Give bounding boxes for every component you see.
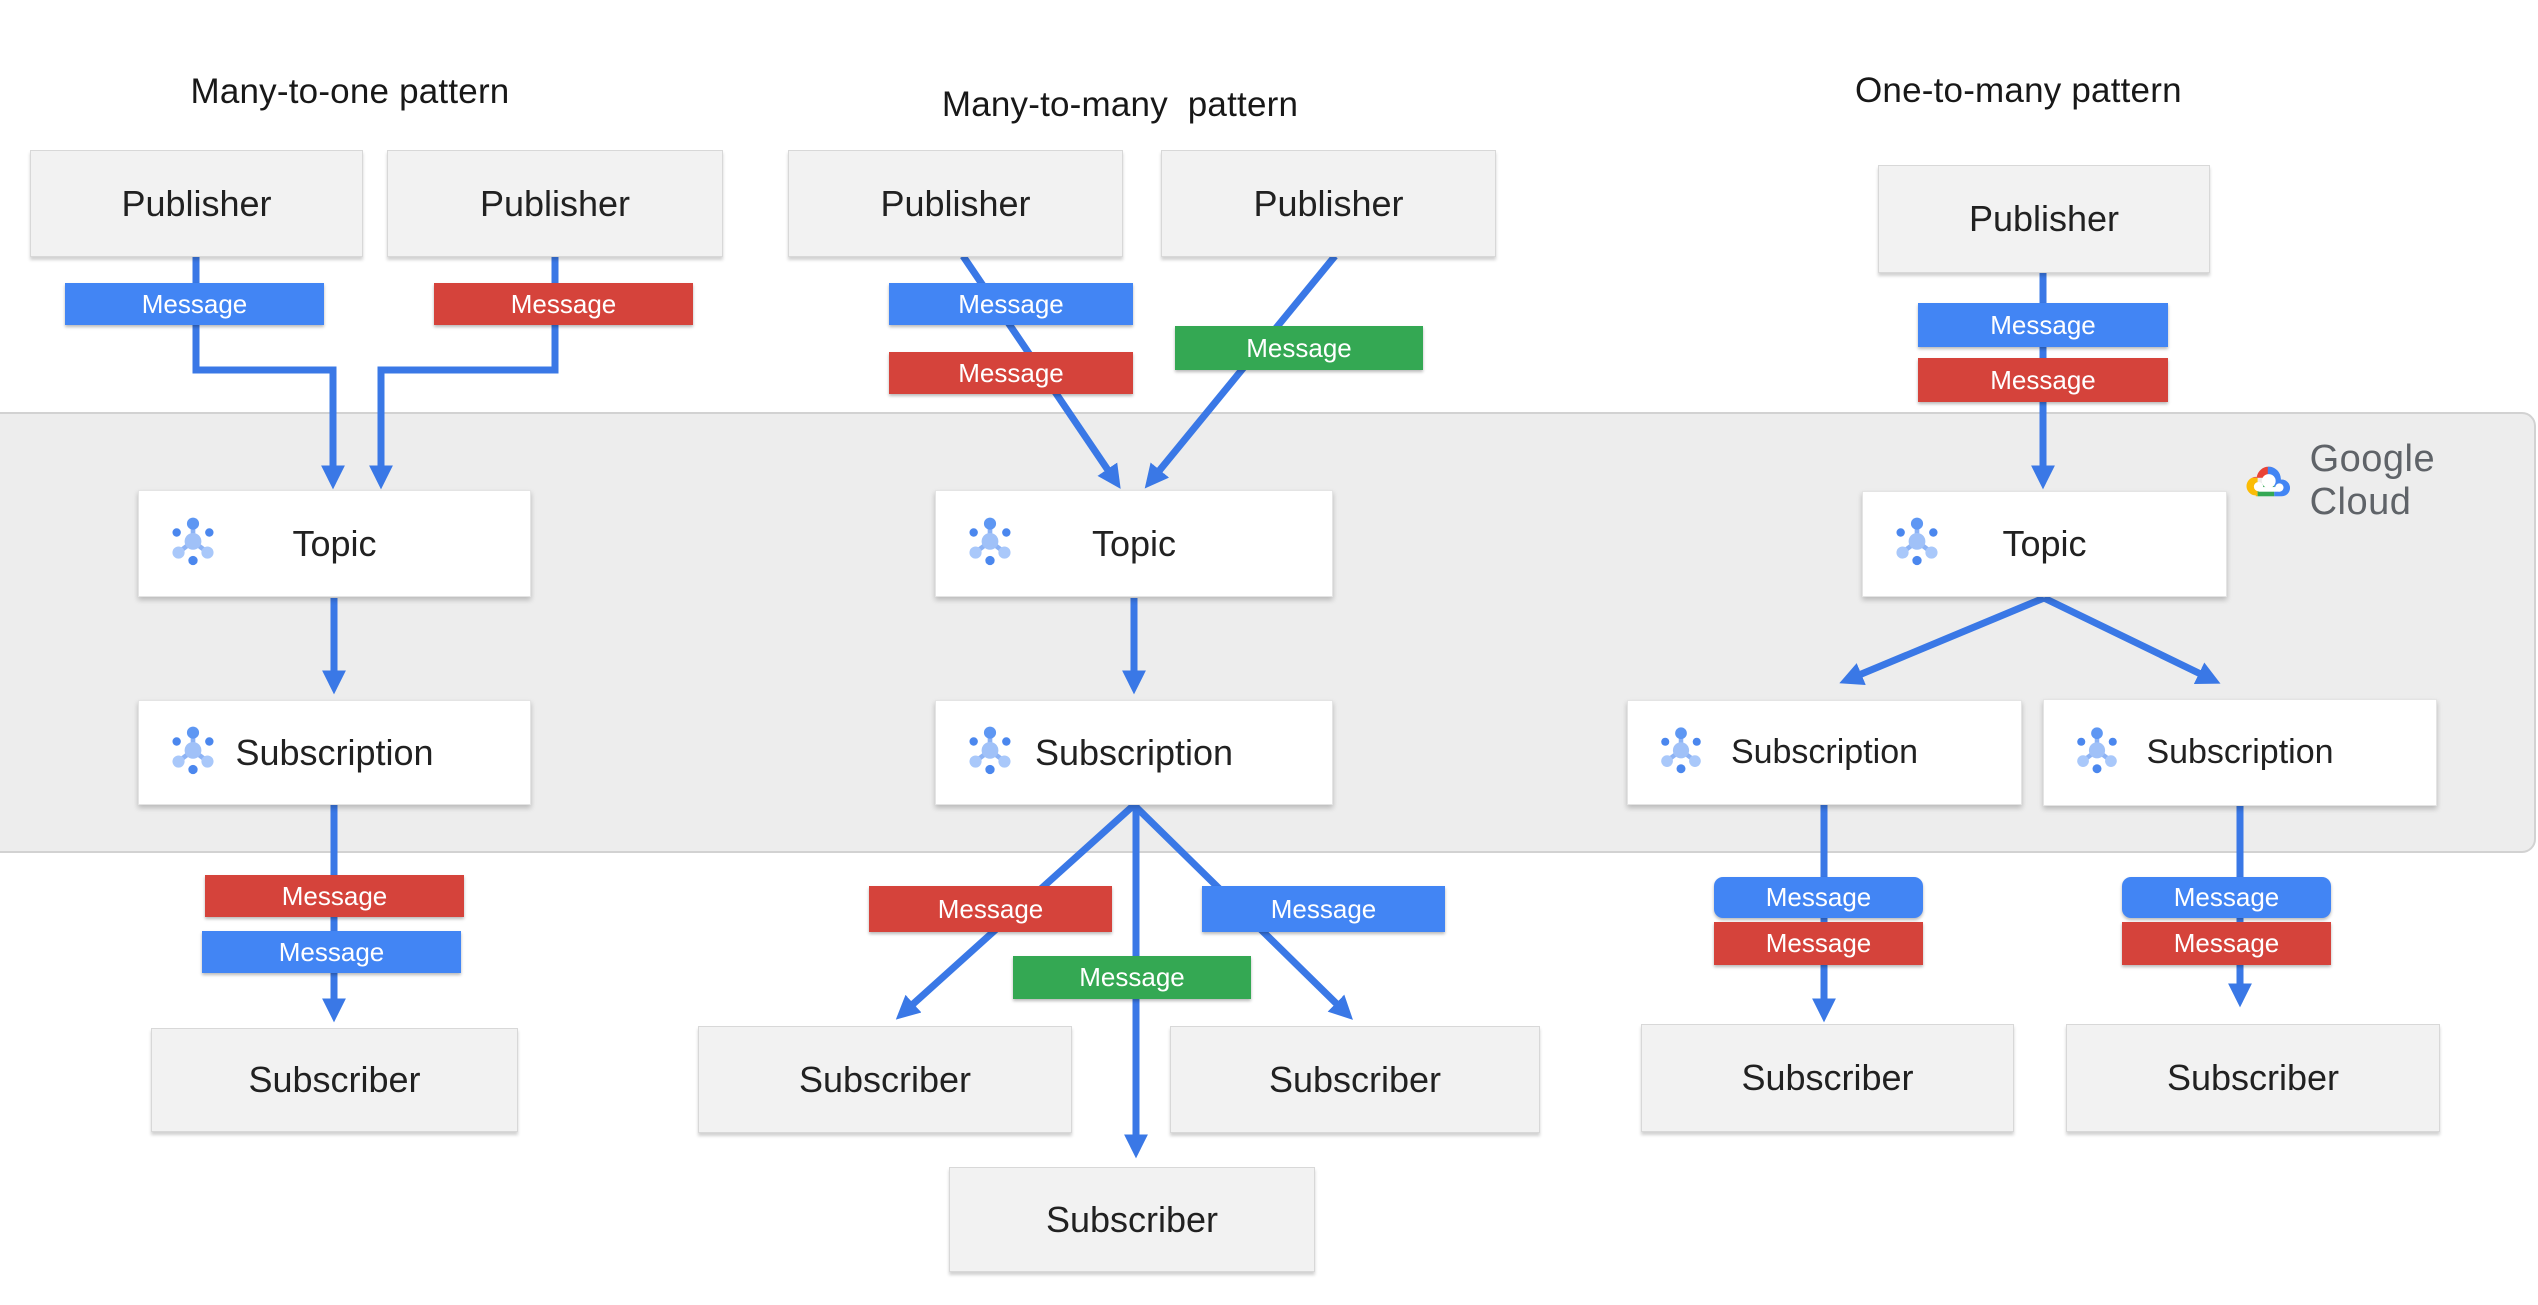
subscriber-label: Subscriber xyxy=(1268,1058,1442,1100)
pubsub-icon xyxy=(165,511,221,576)
topic-label: Topic xyxy=(2002,523,2087,564)
subscriber-box: Subscriber xyxy=(1170,1026,1540,1133)
publisher-label: Publisher xyxy=(479,182,631,224)
message-label: Message xyxy=(510,288,617,319)
subscriber-label: Subscriber xyxy=(2166,1057,2340,1098)
message-badge: Message xyxy=(2122,922,2331,965)
pattern-title-many-to-one: Many-to-one pattern xyxy=(190,72,510,111)
message-label: Message xyxy=(1990,309,2096,340)
subscriber-label: Subscriber xyxy=(1741,1057,1914,1098)
publisher-box: Publisher xyxy=(1878,165,2210,273)
publisher-label: Publisher xyxy=(121,182,272,224)
message-label: Message xyxy=(1246,332,1352,363)
message-badge: Message xyxy=(1918,358,2168,402)
subscriber-label: Subscriber xyxy=(798,1058,972,1100)
topic-box: Topic xyxy=(1862,491,2227,597)
topic-label: Topic xyxy=(1091,522,1177,564)
publisher-box: Publisher xyxy=(387,150,723,257)
pattern-title-one-to-many: One-to-many pattern xyxy=(1855,71,2182,110)
publisher-box: Publisher xyxy=(1161,150,1496,257)
subscriber-box: Subscriber xyxy=(151,1028,518,1132)
subscription-label: Subscription xyxy=(235,731,434,773)
subscription-label: Subscription xyxy=(2146,733,2334,771)
message-label: Message xyxy=(958,288,1064,319)
message-label: Message xyxy=(278,936,385,967)
message-label: Message xyxy=(2173,882,2280,912)
subscription-box: Subscription xyxy=(935,700,1333,805)
pubsub-icon xyxy=(165,720,221,785)
subscriber-label: Subscriber xyxy=(1045,1198,1219,1240)
publisher-box: Publisher xyxy=(788,150,1123,257)
message-label: Message xyxy=(1079,962,1185,992)
message-badge: Message xyxy=(1918,303,2168,347)
publisher-label: Publisher xyxy=(1253,182,1404,224)
subscriber-box: Subscriber xyxy=(2066,1024,2440,1132)
publisher-box: Publisher xyxy=(30,150,363,257)
message-label: Message xyxy=(1765,882,1872,912)
pubsub-icon xyxy=(1889,512,1945,577)
topic-box: Topic xyxy=(935,490,1333,597)
message-label: Message xyxy=(958,357,1064,388)
google-cloud-logo: Google Cloud xyxy=(2240,438,2538,524)
subscriber-label: Subscriber xyxy=(248,1059,421,1100)
flow-topic-subL-3 xyxy=(1839,594,2046,686)
topic-label: Topic xyxy=(292,522,377,564)
publisher-label: Publisher xyxy=(880,182,1031,224)
message-label: Message xyxy=(2173,928,2280,958)
pubsub-icon xyxy=(2070,721,2124,784)
message-badge: Message xyxy=(1013,956,1251,999)
subscriber-box: Subscriber xyxy=(1641,1024,2014,1132)
message-label: Message xyxy=(937,893,1044,924)
message-badge: Message xyxy=(2122,877,2331,918)
google-cloud-wordmark: Google Cloud xyxy=(2309,438,2436,523)
google-cloud-icon xyxy=(2246,466,2291,496)
subscriber-box: Subscriber xyxy=(698,1026,1072,1133)
subscription-box: Subscription xyxy=(138,700,531,805)
message-badge: Message xyxy=(1714,877,1923,918)
subscription-box: Subscription xyxy=(1627,700,2022,805)
message-badge: Message xyxy=(889,283,1133,325)
flow-topic-subR-3 xyxy=(2042,594,2221,684)
topic-box: Topic xyxy=(138,490,531,597)
message-label: Message xyxy=(1765,928,1872,958)
pattern-title-many-to-many: Many-to-many pattern xyxy=(941,85,1299,124)
message-badge: Message xyxy=(1175,326,1423,370)
pubsub-icon xyxy=(1654,721,1708,784)
message-badge: Message xyxy=(434,283,693,325)
message-badge: Message xyxy=(869,886,1112,932)
message-label: Message xyxy=(141,288,248,319)
subscription-label: Subscription xyxy=(1034,731,1234,773)
message-label: Message xyxy=(1990,364,2096,395)
message-badge: Message xyxy=(65,283,324,325)
pubsub-icon xyxy=(962,720,1018,785)
pubsub-icon xyxy=(962,511,1018,576)
message-label: Message xyxy=(1270,893,1377,924)
message-badge: Message xyxy=(205,875,464,917)
message-badge: Message xyxy=(889,352,1133,394)
subscription-box: Subscription xyxy=(2043,699,2437,806)
subscriber-box: Subscriber xyxy=(949,1167,1315,1272)
message-label: Message xyxy=(281,880,388,911)
message-badge: Message xyxy=(202,931,461,973)
subscription-label: Subscription xyxy=(1730,733,1919,771)
message-badge: Message xyxy=(1202,886,1445,932)
publisher-label: Publisher xyxy=(1968,198,2120,239)
message-badge: Message xyxy=(1714,922,1923,965)
